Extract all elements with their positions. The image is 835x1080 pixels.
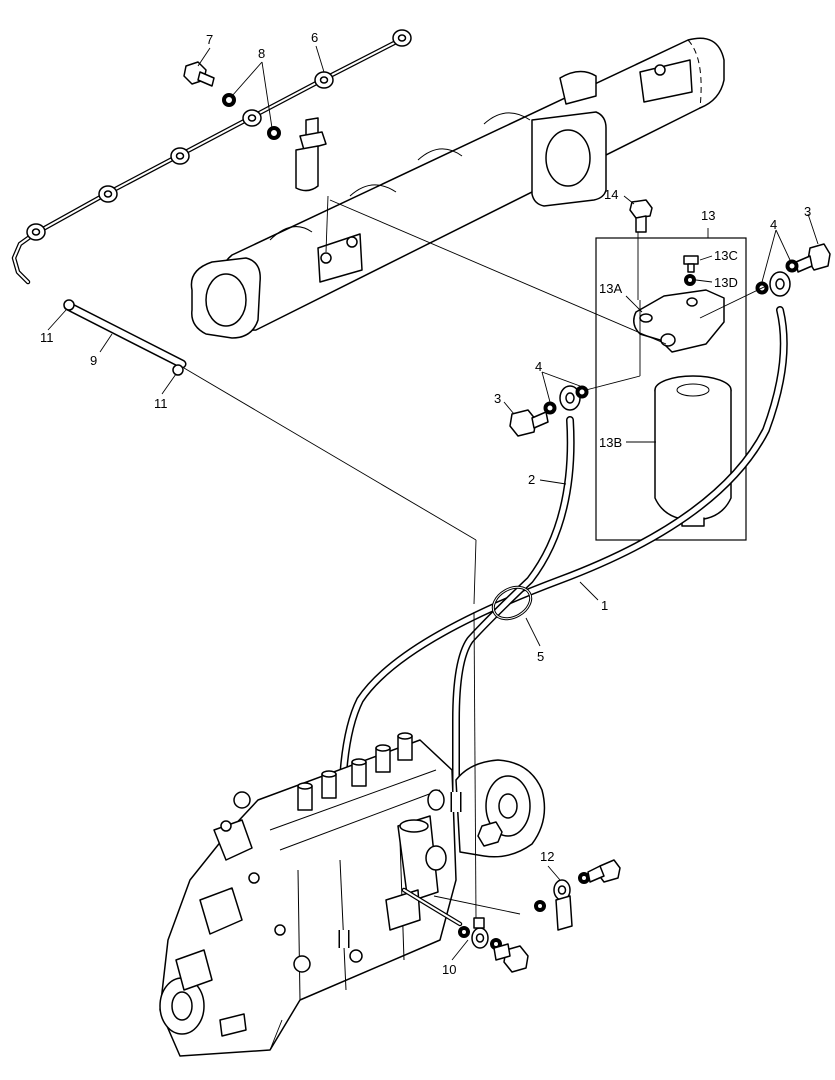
bolt-10 (493, 943, 529, 973)
banjo-fitting (769, 271, 791, 297)
filter-assembly-box (595, 237, 747, 541)
callout-3a: 3 (494, 391, 501, 406)
tube-9 (63, 301, 187, 369)
filter-head-13a (633, 289, 725, 353)
delivery-valve (397, 732, 413, 761)
filter-element-13b (654, 375, 732, 527)
callout-3b: 3 (804, 204, 811, 219)
banjo-fitting (26, 223, 46, 241)
washer-12a (534, 900, 546, 912)
banjo-fitting (98, 185, 118, 203)
callout-13a: 13A (599, 281, 622, 296)
washer-4a (543, 401, 557, 415)
delivery-valve (375, 744, 391, 773)
bolt-12 (587, 859, 621, 883)
seal-13d (684, 274, 696, 286)
plug-13c (683, 255, 699, 273)
washer-8a (222, 93, 236, 107)
banjo-fitting (170, 147, 190, 165)
banjo-fitting (559, 385, 581, 411)
callout-7: 7 (206, 32, 213, 47)
bolt-3b (795, 243, 831, 273)
delivery-valve (297, 782, 313, 811)
callout-13b: 13B (599, 435, 622, 450)
callout-11a: 11 (40, 330, 54, 345)
fuel-pipe-2 (452, 385, 581, 804)
washer-8b (267, 126, 281, 140)
callout-12: 12 (540, 849, 554, 864)
banjo-fitting-12 (553, 879, 573, 931)
callout-4a: 4 (535, 359, 542, 374)
banjo-fitting (242, 109, 262, 127)
bolt-7 (183, 61, 215, 87)
callout-13: 13 (701, 208, 715, 223)
leak-off-line (11, 29, 412, 285)
callout-11b: 11 (154, 396, 168, 411)
delivery-valve (351, 758, 367, 787)
bolt-3a (509, 409, 549, 437)
callout-5: 5 (537, 649, 544, 664)
delivery-valve (321, 770, 337, 799)
callout-2: 2 (528, 472, 535, 487)
callout-10: 10 (442, 962, 456, 977)
bolt-14 (629, 199, 653, 233)
clamp-11b (172, 364, 184, 376)
washer-4d (785, 259, 799, 273)
callout-6: 6 (311, 30, 318, 45)
callout-4b: 4 (770, 217, 777, 232)
temperature-sensor (295, 117, 327, 192)
exhaust-manifold (190, 37, 725, 339)
banjo-fitting-10 (471, 917, 489, 949)
fuel-pipe-1 (337, 271, 791, 942)
callout-1: 1 (601, 598, 608, 613)
cable-tie-5 (491, 585, 533, 621)
callout-9: 9 (90, 353, 97, 368)
bolt (477, 821, 503, 847)
washer-12b (578, 872, 590, 884)
banjo-fitting (392, 29, 412, 47)
washer-10a (458, 926, 470, 938)
callout-8: 8 (258, 46, 265, 61)
leader-lines (47, 45, 819, 1051)
banjo-fitting (314, 71, 334, 89)
callout-13c: 13C (714, 248, 738, 263)
clamp-11a (63, 299, 75, 311)
callout-13d: 13D (714, 275, 738, 290)
callout-14: 14 (604, 187, 618, 202)
washer-4b (575, 385, 589, 399)
injection-pump (159, 732, 546, 1057)
